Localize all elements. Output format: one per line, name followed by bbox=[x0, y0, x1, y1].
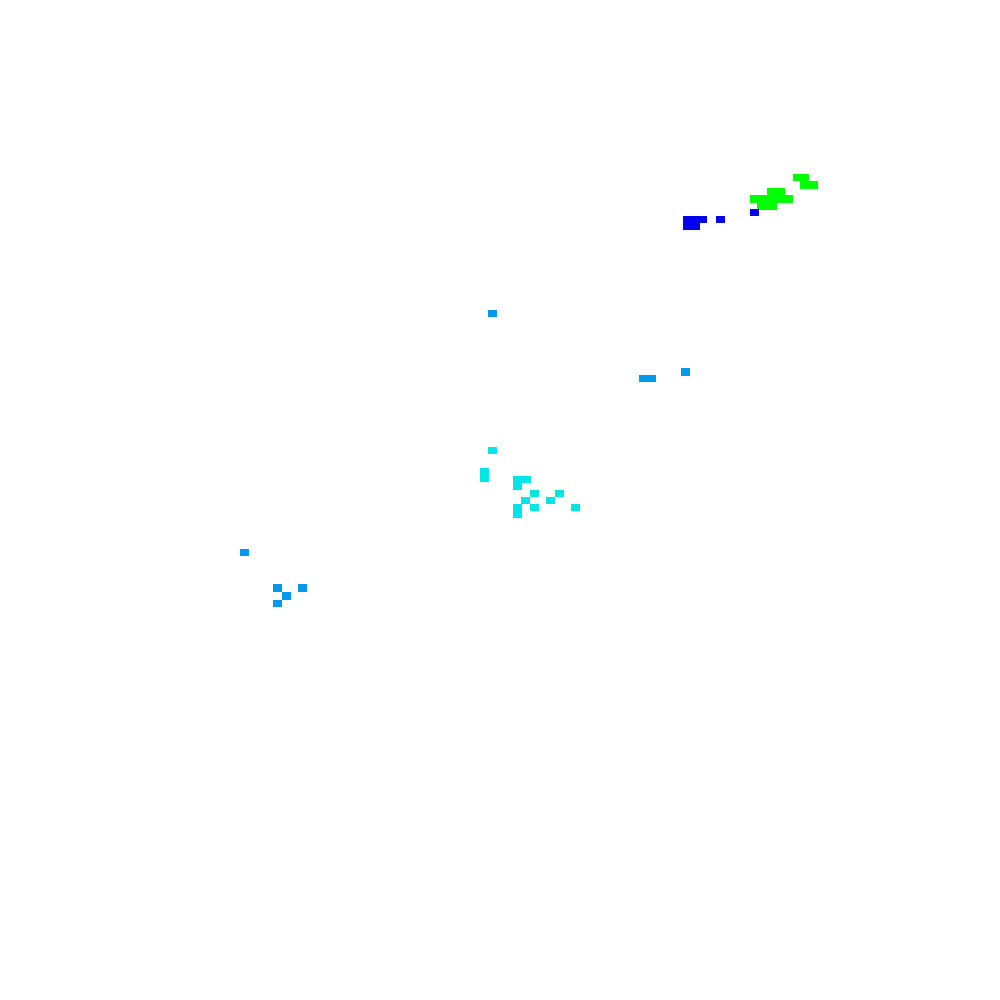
cyan-pixel-patch bbox=[530, 490, 539, 497]
sky-blue-pixel-patch bbox=[488, 310, 497, 317]
cyan-pixel-patch bbox=[530, 504, 539, 511]
cyan-pixel-patch bbox=[555, 490, 564, 497]
cyan-pixel-patch bbox=[513, 511, 522, 518]
cyan-pixel-patch bbox=[488, 447, 497, 454]
green-pixel-patch bbox=[800, 181, 818, 189]
green-pixel-patch bbox=[757, 202, 777, 210]
blue-pixel-patch bbox=[683, 223, 700, 230]
cyan-pixel-patch bbox=[521, 497, 530, 504]
sky-blue-pixel-patch bbox=[273, 584, 282, 592]
blue-pixel-patch bbox=[716, 216, 725, 223]
cyan-pixel-patch bbox=[546, 497, 555, 504]
blue-pixel-patch bbox=[683, 216, 707, 223]
sky-blue-pixel-patch bbox=[298, 584, 307, 592]
cyan-pixel-patch bbox=[513, 504, 522, 511]
cyan-pixel-patch bbox=[513, 476, 531, 483]
cyan-pixel-patch bbox=[571, 504, 580, 511]
green-pixel-patch bbox=[793, 174, 809, 181]
blue-pixel-patch bbox=[750, 209, 759, 216]
cyan-pixel-patch bbox=[513, 483, 522, 490]
green-pixel-patch bbox=[750, 195, 793, 203]
sky-blue-pixel-patch bbox=[639, 375, 656, 382]
green-pixel-patch bbox=[767, 188, 785, 196]
sky-blue-pixel-patch bbox=[273, 600, 282, 607]
sky-blue-pixel-patch bbox=[240, 549, 249, 556]
sky-blue-pixel-patch bbox=[282, 592, 291, 600]
cyan-pixel-patch bbox=[480, 468, 489, 475]
cyan-pixel-patch bbox=[480, 475, 489, 482]
sky-blue-pixel-patch bbox=[681, 368, 690, 376]
